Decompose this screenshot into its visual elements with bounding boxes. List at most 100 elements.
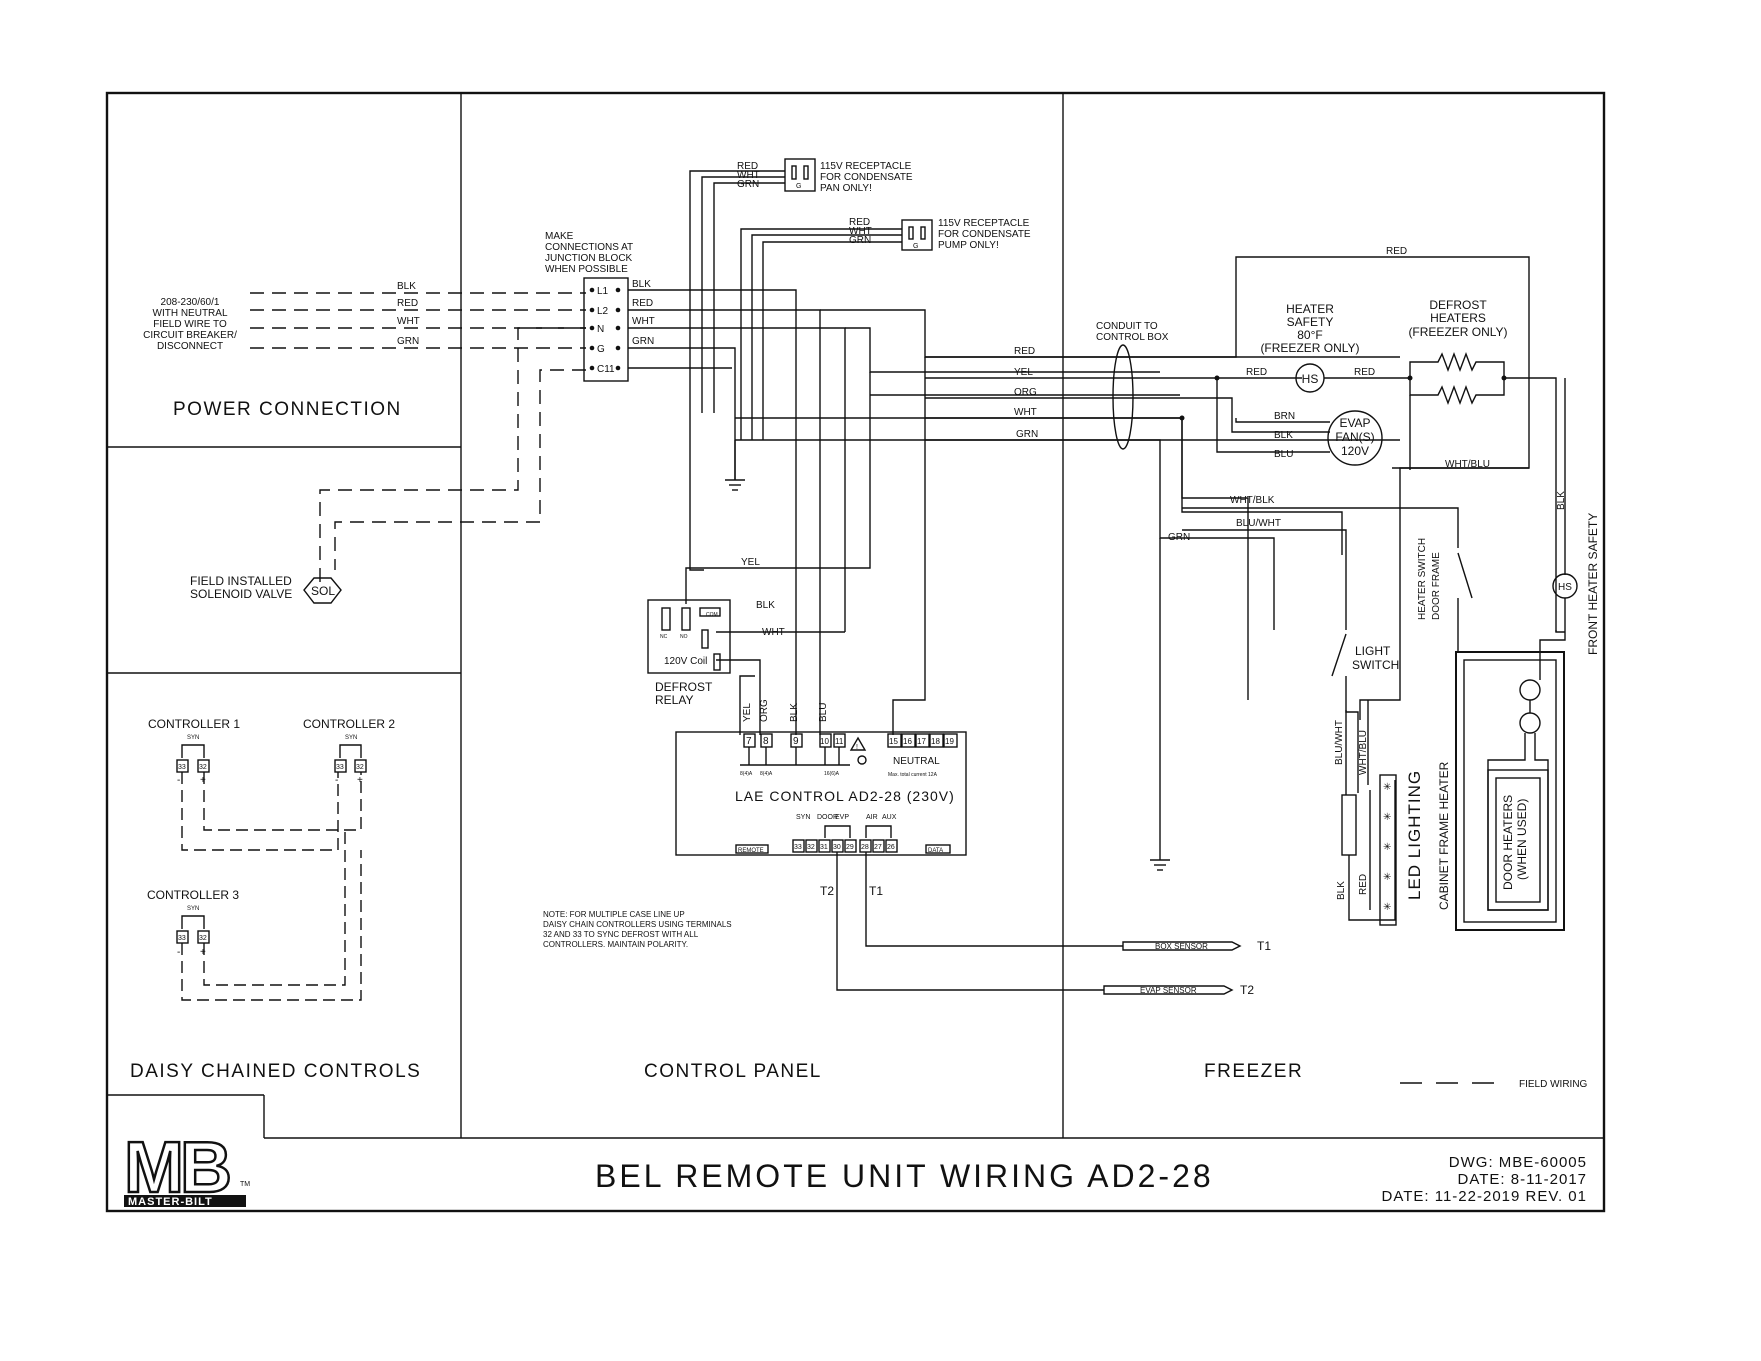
junction-block: MAKE CONNECTIONS AT JUNCTION BLOCK WHEN …: [545, 231, 655, 382]
hs-symbol: HS: [1302, 372, 1319, 386]
terminal-g: G: [597, 344, 605, 355]
evap-fan-2: FAN(S): [1335, 430, 1374, 444]
cabinet-heater-label: CABINET FRAME HEATER: [1437, 761, 1451, 910]
svg-text:✳: ✳: [1383, 782, 1391, 793]
junction-note-2: CONNECTIONS AT: [545, 242, 633, 253]
svg-text:✳: ✳: [1383, 812, 1391, 823]
hs-wire-right: RED: [1354, 367, 1375, 378]
legend-label: FIELD WIRING: [1519, 1079, 1588, 1090]
c2-t33: 33: [336, 764, 344, 771]
term-10: 10: [820, 737, 829, 746]
bterm-32: 32: [807, 844, 815, 851]
bus-wire-yel: YEL: [1014, 367, 1033, 378]
term-16: 16: [903, 737, 912, 746]
defrost-heaters-1: DEFROST: [1429, 298, 1487, 312]
svg-text:G: G: [913, 243, 918, 250]
c2-t32: 32: [356, 764, 364, 771]
controller-2-label: CONTROLLER 2: [303, 717, 395, 731]
group-air: AIR: [866, 814, 878, 821]
top-red: RED: [1386, 246, 1407, 257]
solenoid-label-1: FIELD INSTALLED: [190, 574, 292, 588]
date-original: DATE: 8-11-2017: [1458, 1171, 1588, 1188]
c3-plus: +: [200, 947, 206, 958]
rec2-label-3: PUMP ONLY!: [938, 240, 999, 251]
bus-wire-org: ORG: [1014, 387, 1037, 398]
svg-text:✳: ✳: [1383, 902, 1391, 913]
term-17: 17: [917, 737, 926, 746]
group-aux: AUX: [882, 814, 897, 821]
led-wire-red: RED: [1358, 874, 1369, 895]
cp-wire-yel: YEL: [741, 557, 760, 568]
section-power-connection: POWER CONNECTION: [173, 399, 402, 420]
c3-minus: -: [177, 947, 180, 958]
c3-syn: SYN: [187, 906, 199, 912]
ctrl-wire-yel: YEL: [742, 703, 753, 722]
rec1-label-3: PAN ONLY!: [820, 183, 872, 194]
legend-field-wiring: FIELD WIRING: [1400, 1079, 1588, 1090]
light-switch-2: SWITCH: [1352, 658, 1399, 672]
c3-t33: 33: [178, 935, 186, 942]
drawing-frame: [105, 91, 1606, 1213]
terminal-c11: C11: [597, 364, 615, 375]
box-sensor-label: BOX SENSOR: [1155, 942, 1208, 951]
defrost-heaters-2: HEATERS: [1430, 311, 1486, 325]
note-line-2: DAISY CHAIN CONTROLLERS USING TERMINALS: [543, 920, 732, 929]
led-wire-bluwht: BLU/WHT: [1334, 720, 1345, 765]
supply-wire-blk: BLK: [397, 281, 416, 292]
rec1-wire-grn: GRN: [737, 179, 759, 190]
evap-sensor-t2: T2: [1240, 983, 1254, 997]
bterm-30: 30: [833, 844, 841, 851]
bterm-29: 29: [846, 844, 854, 851]
cp-wire-wht: WHT: [762, 627, 785, 638]
evap-sensor: EVAP SENSOR T2: [1103, 983, 1254, 997]
logo-tm: TM: [240, 1181, 250, 1188]
heater-safety: HEATER SAFETY 80°F (FREEZER ONLY) HS RED…: [1246, 302, 1413, 393]
daisy-chain: CONTROLLER 1 CONTROLLER 2 CONTROLLER 3 3…: [147, 717, 395, 1001]
light-switch-1: LIGHT: [1355, 644, 1391, 658]
power-supply: 208-230/60/1 WITH NEUTRAL FIELD WIRE TO …: [143, 281, 586, 590]
rec2-wire-wht: WHT: [849, 226, 872, 237]
heater-safety-4: (FREEZER ONLY): [1260, 341, 1359, 355]
relay-label-1: DEFROST: [655, 680, 713, 694]
c3-t32: 32: [199, 935, 207, 942]
bterm-27: 27: [874, 844, 882, 851]
junction-note-4: WHEN POSSIBLE: [545, 264, 628, 275]
rec2-wire-red: RED: [849, 217, 870, 228]
label-grn: GRN: [1168, 532, 1190, 543]
blk-vert-label: BLK: [1556, 491, 1567, 510]
led-wire-whtblu: WHT/BLU: [1358, 730, 1369, 775]
fan-wire-brn: BRN: [1274, 411, 1295, 422]
front-hs-symbol: HS: [1558, 582, 1572, 593]
defrost-heaters: DEFROST HEATERS (FREEZER ONLY): [1408, 298, 1565, 633]
controller-remote: REMOTE: [738, 848, 764, 854]
sensor-tag-t1: T1: [869, 884, 883, 898]
bus-wire-red: RED: [1014, 346, 1035, 357]
evap-fan: EVAP FAN(S) 120V BRN BLK BLU: [1216, 378, 1411, 470]
relay-coil: 120V Coil: [664, 656, 707, 667]
logo-brand: MASTER-BILT: [128, 1196, 213, 1208]
term-8: 8: [763, 736, 769, 747]
rec2-label-1: 115V RECEPTACLE: [938, 218, 1030, 229]
controller-name: LAE CONTROL AD2-28 (230V): [735, 788, 955, 804]
evap-sensor-label: EVAP SENSOR: [1140, 986, 1197, 995]
cp-wire-blk: BLK: [756, 600, 775, 611]
note-line-4: CONTROLLERS. MAINTAIN POLARITY.: [543, 940, 688, 949]
label-wht-blk: WHT/BLK: [1230, 495, 1275, 506]
supply-line-3: FIELD WIRE TO: [153, 319, 227, 330]
drawing-title: BEL REMOTE UNIT WIRING AD2-28: [595, 1158, 1214, 1194]
supply-line-1: 208-230/60/1: [161, 297, 220, 308]
box-sensor-t1: T1: [1257, 939, 1271, 953]
ctrl-wire-org: ORG: [759, 699, 770, 722]
daisy-chain-note: NOTE: FOR MULTIPLE CASE LINE UP DAISY CH…: [543, 910, 732, 949]
c1-minus: -: [177, 775, 180, 786]
group-evp: EVP: [835, 814, 849, 821]
group-syn: SYN: [796, 814, 810, 821]
rec1-label-1: 115V RECEPTACLE: [820, 161, 912, 172]
c2-minus: -: [335, 775, 338, 786]
junction-note-3: JUNCTION BLOCK: [545, 253, 633, 264]
bterm-26: 26: [887, 844, 895, 851]
supply-wire-grn: GRN: [397, 336, 419, 347]
label-blu-wht: BLU/WHT: [1236, 518, 1281, 529]
relay-label-2: RELAY: [655, 693, 693, 707]
evap-fan-1: EVAP: [1339, 416, 1370, 430]
